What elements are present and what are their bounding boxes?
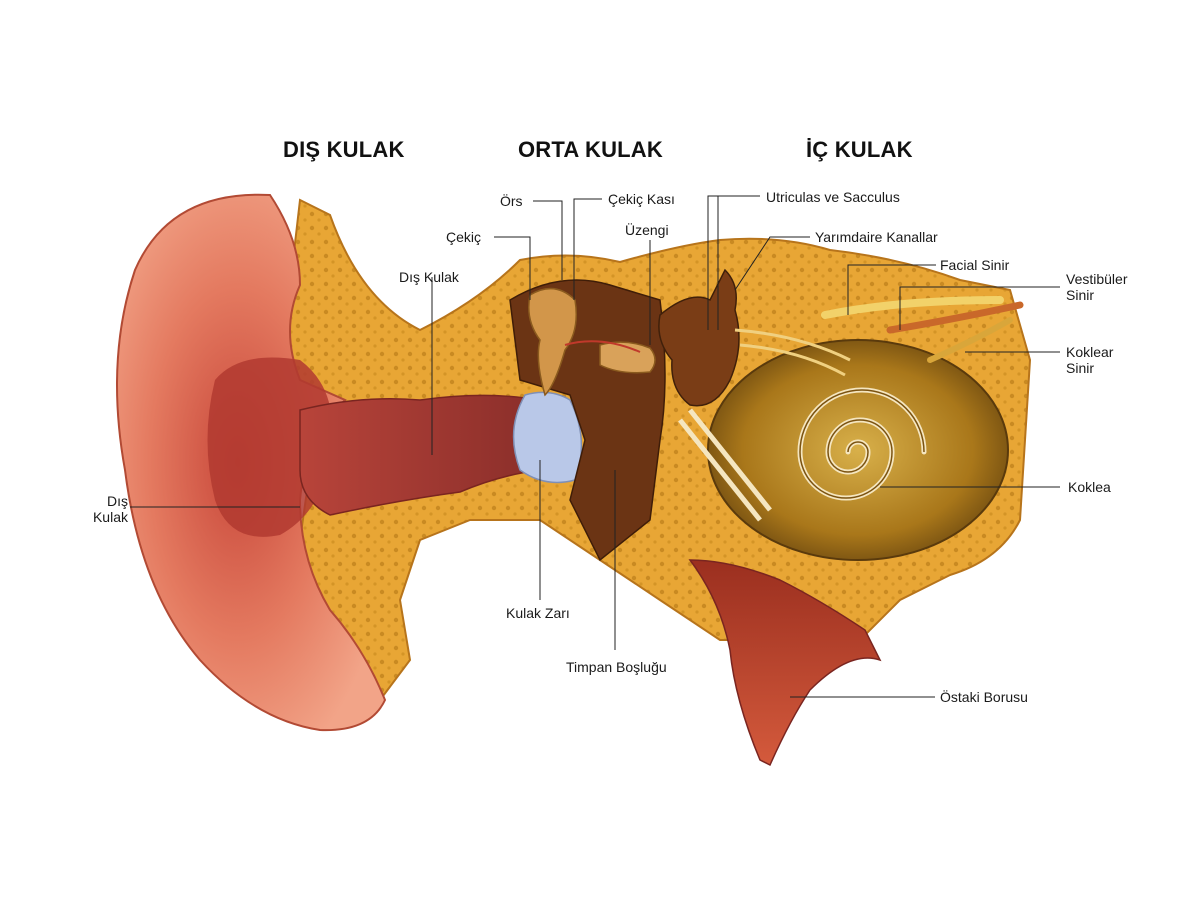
label-malleus: Çekiç	[446, 229, 482, 245]
label-tympanic-cavity: Timpan Boşluğu	[566, 659, 667, 675]
label-facial-nerve: Facial Sinir	[940, 257, 1010, 273]
ear-canal	[299, 394, 541, 516]
section-title-outer-ear: DIŞ KULAK	[283, 137, 405, 162]
label-vestibular-nerve: Vestibüler Sinir	[1066, 271, 1127, 303]
cochlea	[707, 339, 1009, 561]
cochlea-spiral-inner	[799, 389, 925, 499]
label-outer-ear-line1: Dış	[107, 493, 128, 509]
label-eustachian-tube: Östaki Borusu	[940, 689, 1028, 705]
nerve-fibers	[734, 328, 851, 377]
leader-lines	[130, 195, 1060, 698]
concha	[207, 357, 332, 537]
label-outer-ear-line2: Kulak	[92, 509, 128, 525]
label-cochlear-nerve-line1: Koklear	[1066, 344, 1114, 360]
label-outer-ear: Dış Kulak	[88, 493, 128, 525]
stapes	[599, 341, 656, 374]
label-semicircular-canals: Yarımdaire Kanallar	[815, 229, 938, 245]
eustachian-tube	[688, 559, 882, 767]
section-title-middle-ear: ORTA KULAK	[518, 137, 663, 162]
label-vestibular-nerve-line2: Sinir	[1066, 287, 1095, 303]
eardrum	[512, 391, 583, 484]
vestibule	[658, 268, 740, 407]
label-stapes: Üzengi	[625, 222, 669, 238]
label-vestibular-nerve-line1: Vestibüler	[1066, 271, 1128, 287]
label-utricle-saccule: Utriculas ve Sacculus	[766, 189, 900, 205]
label-tensor-tympani: Çekiç Kası	[608, 191, 675, 207]
label-cochlear-nerve-line2: Sinir	[1066, 360, 1095, 376]
label-ear-canal: Dış Kulak	[399, 269, 459, 285]
label-eardrum: Kulak Zarı	[506, 605, 570, 621]
section-title-inner-ear: İÇ KULAK	[806, 137, 913, 162]
cochlea-outer-duct	[678, 408, 772, 522]
label-incus: Örs	[500, 193, 523, 209]
facial-nerve	[821, 296, 1004, 319]
cochlear-nerve	[927, 317, 1013, 363]
label-cochlea: Koklea	[1068, 479, 1111, 495]
vestibular-nerve	[886, 301, 1024, 334]
ossicles	[528, 287, 577, 397]
label-cochlear-nerve: Koklear Sinir	[1066, 344, 1113, 376]
tensor-tympani	[564, 340, 641, 353]
